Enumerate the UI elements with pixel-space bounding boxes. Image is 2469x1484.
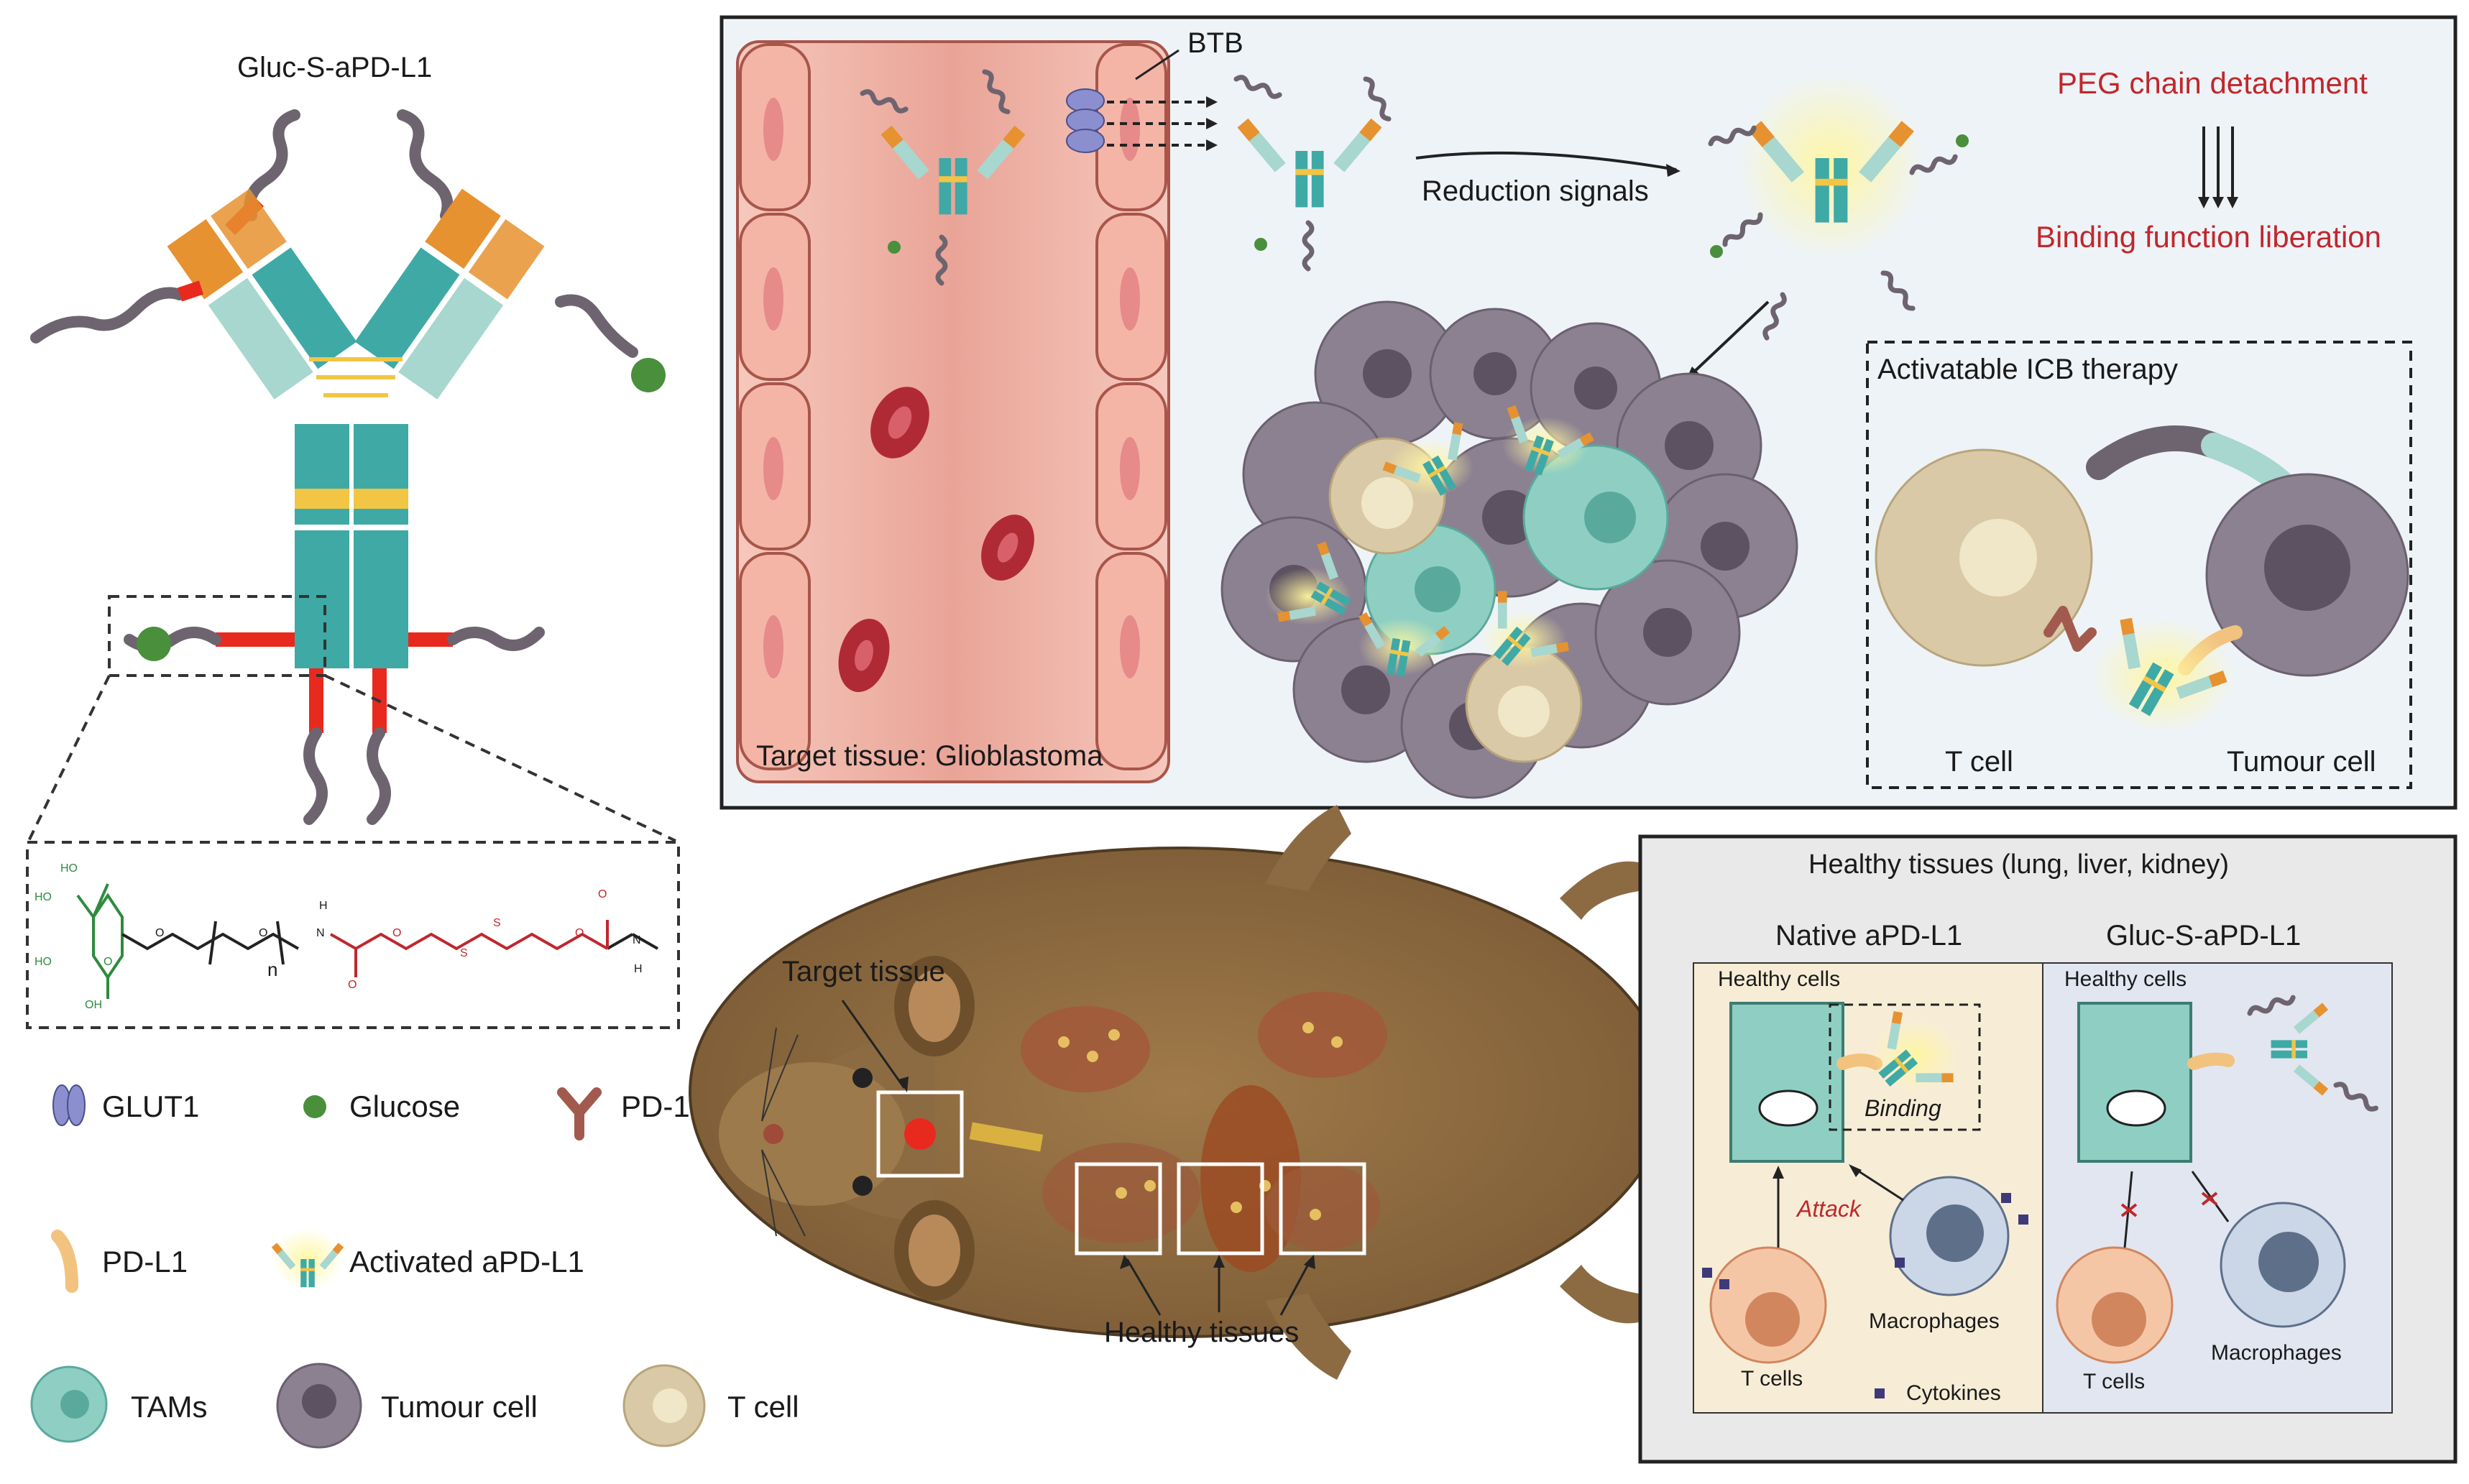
attack-label: Attack [1797,1196,1861,1222]
blood-vessel [736,40,1218,783]
peg-chain-top-right [397,109,454,221]
legend-glut1: GLUT1 [102,1089,200,1123]
mouse [689,805,1669,1380]
legend-pd1: PD-1 [621,1089,690,1123]
pd1-icon [557,1087,602,1140]
tcells-label-2: T cells [2083,1370,2146,1393]
chem-n-subscript: n [267,959,278,980]
native-apdl1-heading: Native aPD-L1 [1775,920,1963,951]
icb-illustration [1875,425,2409,742]
chem-o-ring: O [104,956,113,968]
zoom-box [108,595,326,677]
chem-s-2: S [493,917,501,929]
chem-o-1: O [155,927,165,939]
tcell-icon [622,1364,706,1447]
peg-chain-bottom-1 [303,727,328,825]
icb-box [1866,341,2412,789]
legend-pdl1: PD-L1 [102,1245,188,1278]
top-panel-border [719,15,2457,810]
legend-glucose: Glucose [349,1089,461,1123]
chem-h-2: H [634,963,643,975]
activated-antibody-top [1709,72,1969,339]
legend-tumour-cell: Tumour cell [381,1390,538,1424]
antibody-title: Gluc-S-aPD-L1 [237,52,433,83]
legend-activated-apdl1: Activated aPD-L1 [349,1245,584,1278]
legend-icons [30,1084,706,1449]
pdl1-icon [51,1230,78,1293]
icb-title: Activatable ICB therapy [1877,354,2178,385]
target-tissue-glioblastoma: Target tissue: Glioblastoma [756,740,1103,772]
chem-oh: OH [85,999,102,1011]
healthy-panel-title: Healthy tissues (lung, liver, kidney) [1808,849,2230,880]
peg-chain-right-arm [555,294,638,358]
glut1-icon [52,1084,86,1126]
binding-liberation-label: Binding function liberation [2036,220,2381,254]
chem-n-1: N [316,927,325,939]
chem-ho-1: HO [60,862,78,875]
chemical-structure [26,841,680,1029]
healthy-cells-label-2: Healthy cells [2064,967,2187,991]
reduction-signals-label: Reduction signals [1422,175,1649,207]
mouse-target-tissue: Target tissue [782,956,945,987]
cytokines-label: Cytokines [1906,1381,2001,1405]
activated-apdl1-icon [271,1227,344,1291]
healthy-panel [1638,834,2457,1464]
icb-tcell-label: T cell [1945,746,2013,778]
chem-o-5: O [575,927,584,939]
legend-tcell: T cell [727,1390,799,1424]
chem-o-4: O [392,927,402,939]
chem-o-6: O [598,888,607,900]
chem-o-3: O [348,979,357,991]
chem-o-2: O [259,927,268,939]
tumour-cluster [1220,300,1798,799]
macrophages-label-1: Macrophages [1869,1309,2000,1333]
gluc-apdl1-heading: Gluc-S-aPD-L1 [2106,920,2302,951]
antibody-structure [27,109,676,842]
glucose-bottom-left [137,627,171,661]
peg-chain-bottom-right [447,627,545,651]
glucose-icon [303,1095,326,1118]
chem-n-2: N [633,934,641,946]
tumour-cell-icon [276,1363,362,1449]
peg-chain-bottom-2 [367,727,391,825]
icb-tumour-label: Tumour cell [2227,746,2376,778]
tcells-label-1: T cells [1741,1367,1803,1391]
healthy-cells-label-1: Healthy cells [1718,967,1841,991]
binding-label: Binding [1865,1095,1941,1121]
btb-label: BTB [1187,27,1243,59]
tams-icon [30,1365,108,1443]
chem-h-1: H [319,900,328,912]
chem-s-1: S [460,947,468,959]
mouse-healthy-tissues: Healthy tissues [1104,1317,1300,1348]
glucose-right-arm [631,358,666,392]
peg-chain-left-arm [30,287,185,344]
macrophages-label-2: Macrophages [2211,1341,2342,1365]
chem-ho-2: HO [35,891,52,903]
antibody-after-btb [1235,75,1392,269]
peg-detachment-label: PEG chain detachment [2057,66,2368,100]
chem-ho-3: HO [35,956,52,968]
legend-tams: TAMs [131,1390,208,1424]
